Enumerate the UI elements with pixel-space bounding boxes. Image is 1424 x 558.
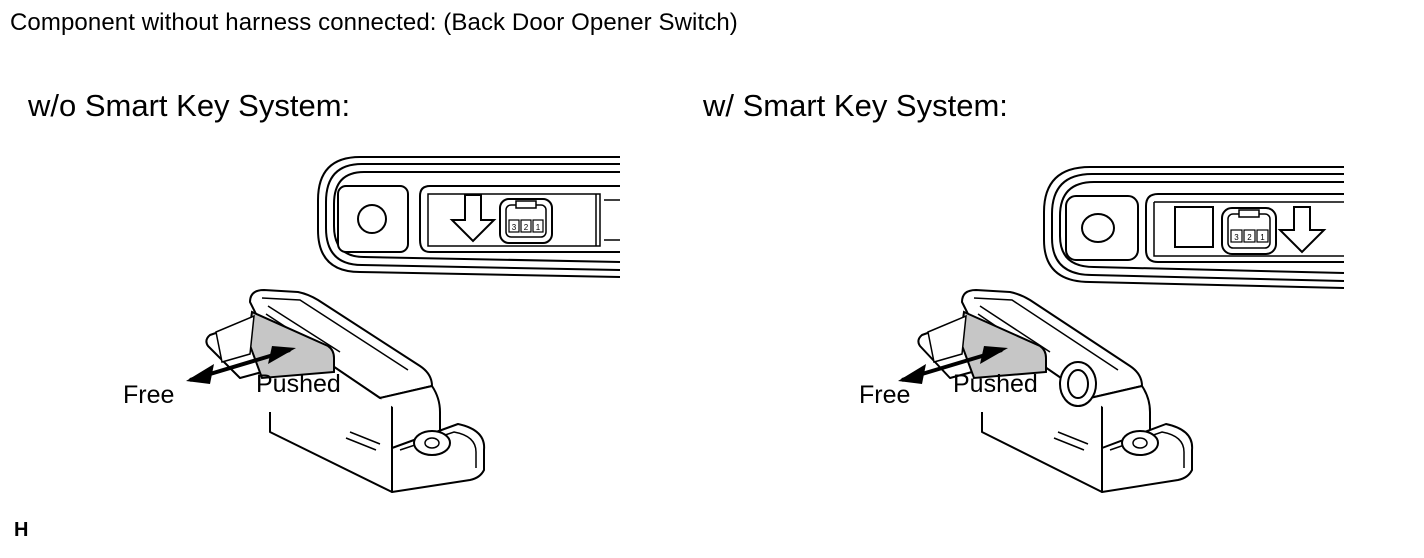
pin-label: 2 xyxy=(1247,233,1252,242)
heading-without-smart-key: w/o Smart Key System: xyxy=(28,88,351,123)
pushed-label: Pushed xyxy=(256,370,341,398)
pin-label: 1 xyxy=(1260,233,1265,242)
figure-id: H xyxy=(14,519,29,541)
pin-label: 2 xyxy=(524,223,529,232)
heading-with-smart-key: w/ Smart Key System: xyxy=(703,88,1008,123)
pin-label: 3 xyxy=(1234,233,1239,242)
switch-illustration-without-smart-key: 3 2 1 xyxy=(186,156,621,493)
pin-label: 1 xyxy=(536,223,541,232)
switch-illustration-with-smart-key: 3 2 1 xyxy=(898,166,1345,493)
pushed-label: Pushed xyxy=(953,370,1038,398)
free-label: Free xyxy=(123,381,175,409)
free-label: Free xyxy=(859,381,911,409)
pin-label: 3 xyxy=(512,223,517,232)
page-title: Component without harness connected: (Ba… xyxy=(10,9,738,36)
